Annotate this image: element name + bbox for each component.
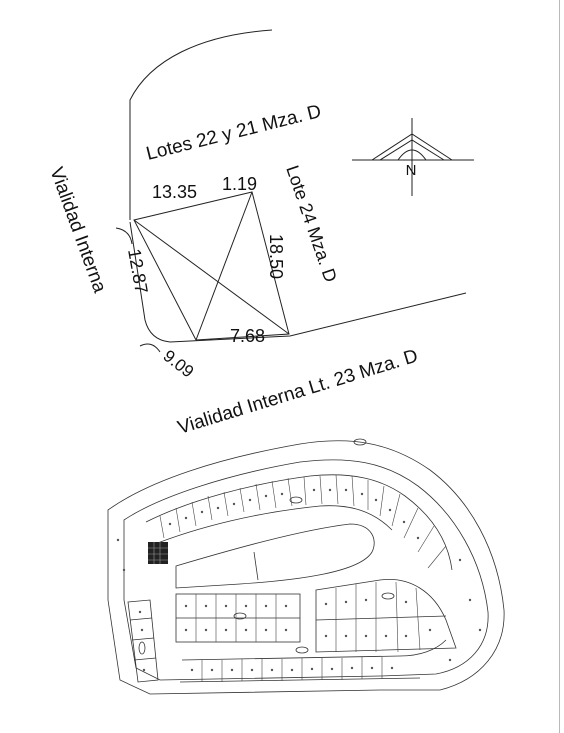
lots-block-right [315, 578, 457, 653]
lot-diagonal-b [195, 191, 253, 341]
traffic-islands [138, 438, 395, 655]
lot-divisions [159, 474, 447, 682]
subdivision-map [107, 440, 505, 695]
lots-column-left [127, 599, 159, 683]
highlighted-lot [148, 542, 168, 564]
dim-top-a: 13.35 [152, 182, 197, 202]
subdivision-inner-ring [123, 459, 489, 681]
north-arrow [352, 118, 474, 196]
neighbors-top-label: Lotes 22 y 21 Mza. D [144, 101, 323, 165]
dim-bottom: 7.68 [230, 326, 265, 346]
lot-diagonal-a [133, 219, 290, 335]
street-boundary-left [129, 221, 171, 343]
street-boundary-top [129, 29, 273, 220]
lots-row-bottom [181, 639, 447, 661]
corner-arc-bottom [139, 343, 161, 353]
street-boundary-bottom [169, 292, 467, 343]
subdivision-outer-boundary [107, 440, 505, 695]
lot-detail [115, 29, 467, 353]
dim-left: 12.87 [124, 247, 152, 295]
lots-row-top-inner [149, 505, 393, 547]
road-left-label: Vialidad Interna [45, 165, 110, 296]
north-label: N [406, 162, 417, 179]
dim-curve: 9.09 [160, 346, 198, 381]
page-edge-line [559, 0, 560, 733]
island-divider [253, 551, 259, 581]
lot-markers [116, 488, 482, 672]
corner-arc-top [115, 227, 133, 245]
neighbor-right-label: Lote 24 Mza. D [282, 163, 341, 285]
dim-right: 18.50 [266, 234, 286, 279]
dim-top-b: 1.19 [222, 174, 257, 194]
lot-outline [133, 191, 290, 341]
central-island [175, 523, 375, 589]
road-bottom-label: Vialidad Interna Lt. 23 Mza. D [175, 346, 420, 439]
